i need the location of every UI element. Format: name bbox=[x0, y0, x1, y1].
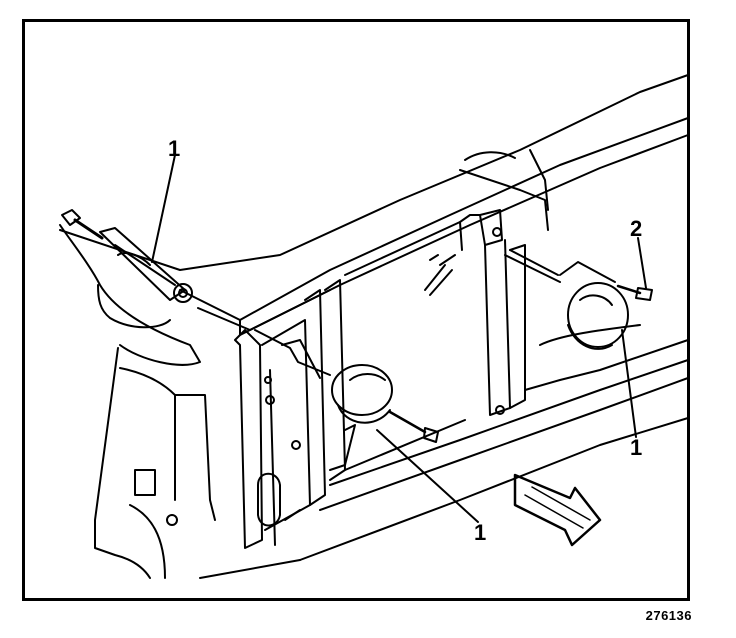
callout-horn-right: 1 bbox=[630, 435, 642, 460]
radiator-core bbox=[344, 221, 466, 471]
left-fender bbox=[59, 224, 216, 579]
callout-horn-bolt: 2 bbox=[630, 216, 642, 241]
right-support-bracket bbox=[459, 209, 526, 416]
horn-left-bolt bbox=[61, 209, 104, 240]
horn-left bbox=[99, 227, 193, 303]
illustration-frame bbox=[22, 19, 690, 601]
horn-right-bolt bbox=[616, 284, 653, 301]
horn-right bbox=[504, 249, 629, 350]
radiator-support-panel bbox=[234, 279, 346, 549]
leader-lines bbox=[151, 154, 647, 523]
callout-horn-left: 1 bbox=[168, 136, 180, 161]
horn-center bbox=[254, 329, 393, 471]
horn-center-bolt bbox=[388, 410, 439, 443]
front-arrow-icon bbox=[513, 473, 602, 547]
figure-number: 276136 bbox=[645, 608, 692, 623]
upper-radiator-support bbox=[59, 74, 689, 336]
lower-crossmember bbox=[199, 324, 689, 579]
callout-labels: 1 1 1 2 bbox=[168, 136, 642, 545]
callout-horn-center: 1 bbox=[474, 520, 486, 545]
